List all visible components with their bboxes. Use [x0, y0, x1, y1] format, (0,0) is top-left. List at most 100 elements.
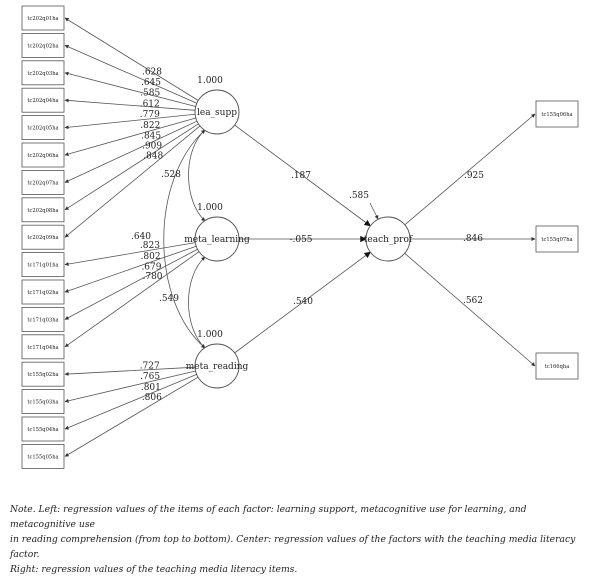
note-line-2: in reading comprehension (from top to bo…	[10, 534, 576, 560]
labels-layer: tc202q01ha.628tc202q02ha.645tc202q03ha.5…	[27, 16, 572, 460]
loading-arrow	[64, 374, 197, 430]
loading-arrow	[64, 45, 197, 104]
factor-label: meta_learning	[184, 235, 250, 245]
correlation-arc	[163, 129, 206, 349]
loading-arrow	[64, 376, 199, 457]
indicator-label: tc171q03ha	[27, 317, 58, 323]
outcome-loading-value: .925	[464, 171, 484, 181]
indicator-label: tc171q01ha	[27, 263, 58, 269]
outcome-loading-value: .562	[463, 296, 483, 306]
loading-value: .765	[140, 372, 160, 382]
outcome-indicator-label: tc155q06ha	[541, 112, 572, 118]
loading-value: .822	[140, 121, 160, 131]
loading-value: .845	[141, 132, 161, 142]
indicator-label: tc202q03ha	[27, 71, 58, 77]
indicator-box	[21, 115, 65, 140]
edges-layer	[64, 17, 536, 457]
outcome-loading-value: .846	[463, 234, 483, 244]
outcome-indicator-label: tc155q07ha	[541, 237, 572, 243]
factor-circle	[194, 89, 240, 135]
loading-arrow	[64, 366, 196, 377]
loading-value: .727	[140, 361, 160, 371]
loading-value: .612	[140, 99, 160, 109]
path-value: .540	[293, 297, 313, 307]
loading-value: .585	[140, 88, 160, 98]
note-line-3: Right: regression values of the teaching…	[10, 564, 298, 575]
loading-value: .806	[142, 393, 162, 403]
structural-path	[234, 251, 371, 354]
outcome-loading-arrow	[404, 253, 536, 367]
outcome-indicator-box	[535, 225, 579, 253]
indicator-box	[21, 33, 65, 58]
outcome-indicator-box	[535, 352, 579, 380]
factor-circle	[194, 343, 240, 389]
loading-arrow	[64, 71, 196, 107]
loading-value: .848	[143, 151, 163, 161]
indicator-label: tc171q02ha	[27, 290, 58, 296]
loading-value: .823	[140, 241, 160, 251]
indicator-label: tc155q05ha	[27, 454, 58, 460]
indicator-box	[21, 197, 65, 223]
indicator-box	[21, 306, 65, 332]
outcome-indicator-label: tc166qha	[545, 364, 570, 370]
loading-arrow	[64, 120, 198, 183]
indicator-box	[21, 224, 65, 250]
outcome-label: teach_prof	[364, 235, 413, 245]
indicator-box	[21, 252, 65, 278]
loading-value: .779	[140, 110, 160, 120]
indicator-box	[21, 416, 65, 442]
indicator-label: tc171q04ha	[27, 345, 58, 351]
outcome-loading-arrow	[404, 113, 536, 226]
indicator-box	[21, 169, 65, 195]
loading-value: .780	[142, 272, 162, 282]
factor-variance: 1.000	[197, 330, 223, 340]
indicator-label: tc202q06ha	[27, 153, 58, 159]
loading-arrow	[64, 370, 196, 403]
nodes-layer	[21, 5, 579, 469]
indicator-label: tc202q07ha	[27, 180, 58, 186]
indicator-label: tc155q04ha	[27, 427, 58, 433]
structural-path	[234, 124, 371, 227]
indicator-label: tc155q02ha	[27, 372, 58, 378]
loading-arrow	[64, 98, 196, 111]
loading-arrow	[64, 123, 199, 211]
indicator-label: tc202q02ha	[27, 43, 58, 49]
loading-arrow	[64, 117, 196, 156]
loading-value: .628	[142, 68, 162, 78]
loading-arrow	[64, 245, 197, 293]
loading-arrow	[64, 125, 201, 238]
factor-label: meta_reading	[186, 362, 249, 372]
indicator-box	[21, 5, 65, 31]
indicator-label: tc202q04ha	[27, 98, 58, 104]
indicator-box	[21, 142, 65, 168]
factor-variance: 1.000	[197, 76, 223, 86]
sem-path-diagram: tc202q01ha.628tc202q02ha.645tc202q03ha.5…	[21, 5, 579, 469]
path-value: .187	[291, 171, 311, 181]
outcome-indicator-box	[535, 100, 579, 128]
indicator-box	[21, 389, 65, 415]
factor-circle	[194, 216, 240, 262]
outcome-circle	[365, 216, 411, 262]
indicator-label: tc202q09ha	[27, 235, 58, 241]
loading-arrow	[64, 113, 196, 130]
indicator-box	[21, 443, 65, 469]
note-line-1: Note. Left: regression values of the ite…	[10, 504, 527, 530]
loading-value: .645	[141, 78, 161, 88]
correlation-value: .640	[131, 232, 151, 242]
indicator-box	[21, 60, 65, 86]
loading-arrow	[64, 17, 199, 101]
indicator-box	[21, 87, 65, 113]
indicator-box	[21, 361, 65, 387]
correlation-arc	[188, 256, 206, 349]
loading-arrow	[64, 242, 196, 266]
indicator-box	[21, 334, 65, 360]
indicator-box	[21, 279, 65, 305]
loading-value: .801	[141, 383, 161, 393]
loading-value: .802	[141, 252, 161, 262]
correlation-value: .528	[161, 170, 181, 180]
loading-arrow	[64, 251, 200, 348]
correlation-value: .549	[159, 294, 179, 304]
figure-note: Note. Left: regression values of the ite…	[10, 502, 595, 577]
loading-value: .909	[142, 142, 162, 152]
loading-arrow	[64, 248, 198, 320]
